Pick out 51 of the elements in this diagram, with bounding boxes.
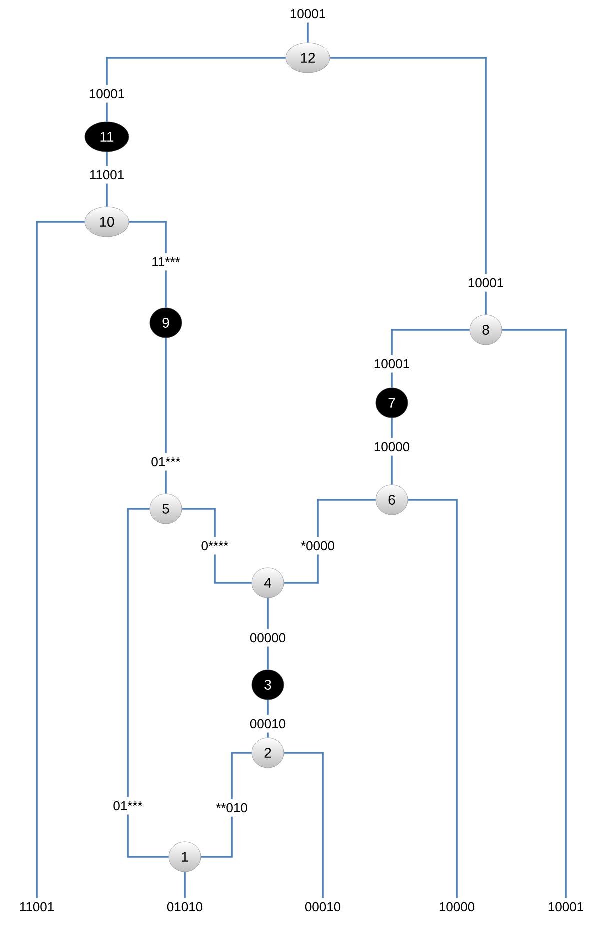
connector-line (502, 329, 567, 898)
connector-line (214, 554, 252, 584)
bit-string-label: 11001 (90, 170, 124, 180)
bit-string-label: 11001 (20, 902, 54, 912)
bit-string-label: 01*** (152, 457, 181, 467)
bit-string-label: 10000 (440, 902, 475, 912)
connector-line (284, 554, 319, 584)
connector-line (165, 470, 167, 494)
connector-line (127, 508, 150, 798)
bit-string-label: 10001 (90, 89, 124, 99)
bit-string-label: 10001 (374, 359, 410, 369)
connector-line (391, 418, 393, 438)
bit-string-label: 10001 (290, 9, 326, 19)
connector-line (391, 456, 393, 485)
bit-string-label: 0**** (202, 541, 229, 551)
connector-line (106, 184, 108, 207)
connector-line (182, 508, 216, 538)
connector-line (165, 270, 167, 308)
bit-string-label: 00010 (305, 902, 341, 912)
connector-line (330, 57, 487, 274)
connector-line (317, 499, 376, 538)
bit-string-label: 10001 (548, 902, 584, 912)
connector-line (408, 499, 458, 898)
connector-line (485, 292, 487, 315)
connector-line (201, 816, 233, 858)
bit-string-label: **010 (216, 803, 248, 813)
connector-line (267, 598, 269, 630)
bit-string-label: 10001 (468, 278, 504, 288)
bit-string-label: 11*** (152, 258, 180, 266)
connector-line (284, 752, 324, 898)
connector-line (267, 700, 269, 716)
bit-string-label: 00000 (250, 633, 286, 643)
connector-line (36, 221, 85, 898)
bit-string-label: 00010 (250, 719, 286, 729)
connector-line (391, 329, 470, 356)
bit-string-label: 01010 (167, 902, 203, 912)
connector-line (391, 372, 393, 388)
connector-line (184, 872, 186, 898)
connector-line (267, 646, 269, 670)
connector-line (307, 22, 309, 43)
bit-string-label: 01*** (114, 801, 143, 811)
connector-line (129, 221, 167, 254)
connector-line (267, 732, 269, 738)
bit-string-label: *0000 (301, 541, 334, 551)
connector-line (231, 752, 252, 800)
connector-line (106, 152, 108, 166)
connector-line (106, 57, 286, 86)
bit-string-label: 10000 (374, 442, 410, 452)
connector-line (106, 102, 108, 122)
connector-line (127, 814, 169, 858)
connector-line (165, 338, 167, 454)
